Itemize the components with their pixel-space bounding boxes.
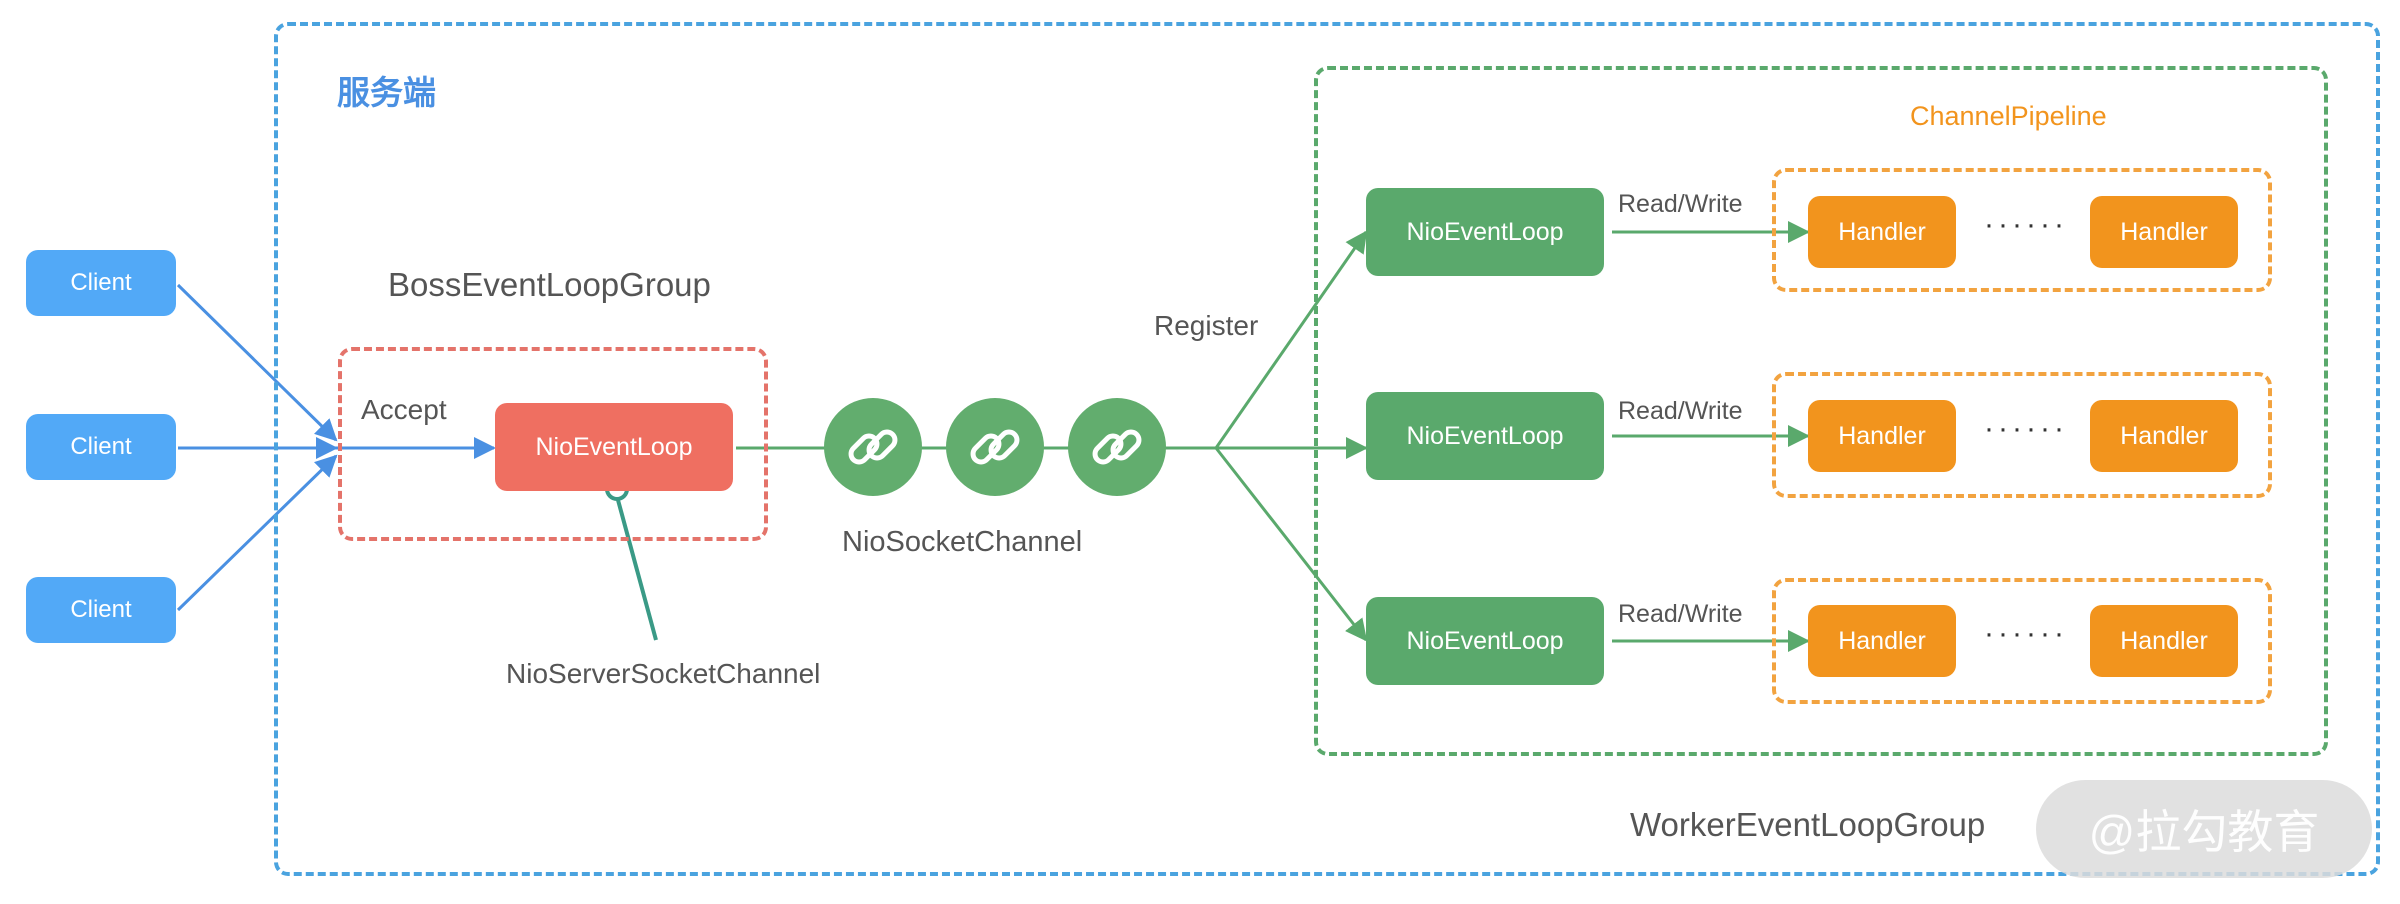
boss-group-label: BossEventLoopGroup [388,266,711,303]
server-title: 服务端 [337,74,436,111]
link-icon [970,429,1020,465]
socket-channel-1 [824,398,922,496]
watermark-badge: @拉勾教育 [2036,780,2372,878]
ellipsis-3: ······ [1984,617,2068,650]
boss-event-loop: NioEventLoop [495,403,733,491]
client-line-3 [176,454,338,612]
link-icon [1092,429,1142,465]
client-box-3: Client [26,577,176,643]
client-box-1: Client [26,250,176,316]
link-icon [848,429,898,465]
rw-label-1: Read/Write [1618,190,1743,218]
pipeline-label: ChannelPipeline [1910,101,2107,131]
register-line-1 [1214,230,1368,449]
socket-channel-2 [946,398,1044,496]
handler-2b: Handler [2090,400,2238,472]
handler-1a: Handler [1808,196,1956,268]
client-line-1 [176,283,338,442]
handler-1b: Handler [2090,196,2238,268]
socket-channel-3 [1068,398,1166,496]
rw-label-3: Read/Write [1618,600,1743,628]
handler-3b: Handler [2090,605,2238,677]
server-channel-pointer [616,499,658,641]
server-container [274,22,2380,876]
worker-event-loop-3: NioEventLoop [1366,597,1604,685]
pipeline-box-3 [1772,578,2272,704]
pipeline-box-1 [1772,168,2272,292]
socket-channel-label: NioSocketChannel [842,526,1083,558]
ellipsis-1: ······ [1984,208,2068,241]
worker-group-label: WorkerEventLoopGroup [1630,806,1986,843]
server-socket-channel-label: NioServerSocketChannel [506,658,821,689]
handler-3a: Handler [1808,605,1956,677]
register-line-3 [1214,447,1368,642]
register-label: Register [1154,310,1259,341]
worker-event-loop-1: NioEventLoop [1366,188,1604,276]
worker-group-container [1314,66,2328,756]
worker-event-loop-2: NioEventLoop [1366,392,1604,480]
boss-group-container [338,347,768,541]
pipeline-box-2 [1772,372,2272,498]
accept-label: Accept [361,394,447,425]
rw-label-2: Read/Write [1618,397,1743,425]
client-box-2: Client [26,414,176,480]
handler-2a: Handler [1808,400,1956,472]
ellipsis-2: ······ [1984,412,2068,445]
